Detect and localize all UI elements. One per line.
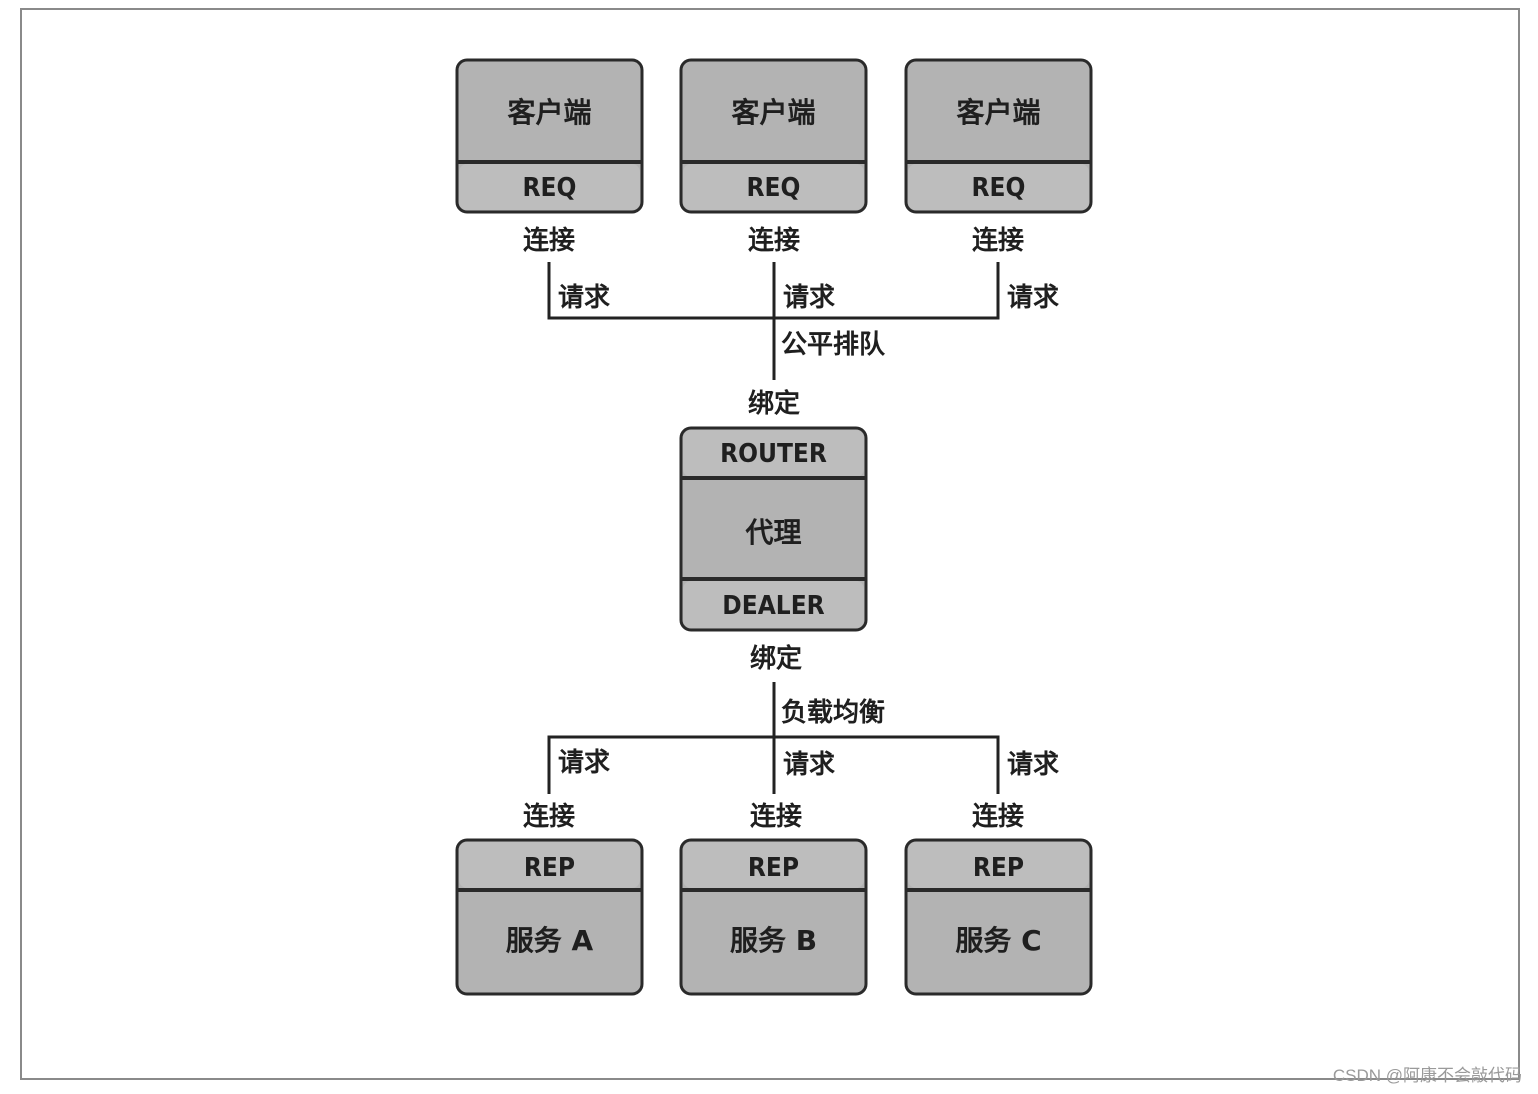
load-balance-label: 负载均衡 bbox=[781, 697, 885, 728]
request-label: 请求 bbox=[783, 283, 835, 313]
request-label: 请求 bbox=[558, 283, 610, 313]
client-title: 客户端 bbox=[956, 96, 1040, 129]
request-label: 请求 bbox=[783, 750, 835, 780]
request-label: 请求 bbox=[1007, 283, 1059, 313]
connect-label: 连接 bbox=[748, 226, 800, 256]
proxy-title: 代理 bbox=[744, 516, 801, 549]
service-title: 服务 B bbox=[730, 924, 817, 957]
connect-label: 连接 bbox=[523, 802, 575, 832]
service-node: REP 服务 B bbox=[679, 838, 868, 996]
connect-label: 连接 bbox=[972, 226, 1024, 256]
service-title: 服务 A bbox=[506, 924, 594, 957]
client-node: 客户端 REQ bbox=[455, 58, 644, 214]
client-node: 客户端 REQ bbox=[679, 58, 868, 214]
service-socket-label: REP bbox=[973, 853, 1024, 883]
client-socket-label: REQ bbox=[523, 173, 577, 203]
bind-label-bottom: 绑定 bbox=[750, 643, 802, 674]
service-edges bbox=[547, 682, 1000, 794]
request-label: 请求 bbox=[1007, 750, 1059, 780]
proxy-node: ROUTER 代理 DEALER bbox=[679, 426, 868, 632]
connect-label: 连接 bbox=[750, 802, 802, 832]
router-socket-label: ROUTER bbox=[720, 439, 827, 469]
service-socket-label: REP bbox=[748, 853, 799, 883]
service-socket-label: REP bbox=[524, 853, 575, 883]
service-node: REP 服务 A bbox=[455, 838, 644, 996]
client-title: 客户端 bbox=[731, 96, 815, 129]
dealer-socket-label: DEALER bbox=[722, 591, 824, 621]
client-socket-label: REQ bbox=[747, 173, 801, 203]
connect-label: 连接 bbox=[523, 226, 575, 256]
connect-label: 连接 bbox=[972, 802, 1024, 832]
bind-label-top: 绑定 bbox=[748, 388, 800, 419]
fair-queue-label: 公平排队 bbox=[781, 330, 886, 360]
watermark: CSDN @阿康不会敲代码 bbox=[1332, 1066, 1522, 1085]
client-node: 客户端 REQ bbox=[904, 58, 1093, 214]
client-edges bbox=[547, 262, 1000, 380]
client-title: 客户端 bbox=[507, 96, 591, 129]
client-socket-label: REQ bbox=[972, 173, 1026, 203]
service-title: 服务 C bbox=[955, 924, 1041, 957]
request-label: 请求 bbox=[558, 748, 610, 778]
service-node: REP 服务 C bbox=[904, 838, 1093, 996]
